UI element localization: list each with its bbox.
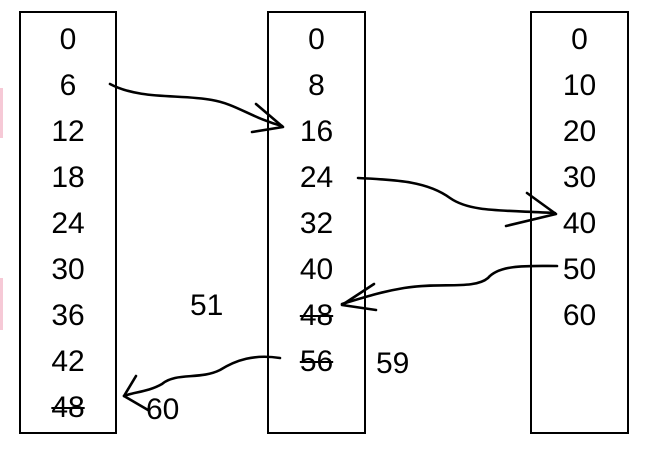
column-a-value: 42 [51,345,85,378]
arrow-6-to-16 [108,82,285,134]
column-a-value-struck: 48 [51,391,85,424]
arrow-24-to-40 [356,176,558,228]
column-b-value: 16 [299,115,334,148]
column-c-value: 50 [562,253,597,286]
arrow-50-to-48 [340,264,559,312]
column-c-value: 60 [562,299,597,332]
column-multiples-of-8: 0 8 16 24 32 40 48 56 [267,11,366,434]
column-a-value: 6 [59,69,77,102]
note-60: 60 [146,393,180,426]
column-b-value: 24 [299,161,334,194]
column-c-value: 0 [571,23,588,56]
column-c-value: 10 [562,69,597,102]
margin-mark-lower [0,278,3,330]
column-a-value: 0 [59,23,77,56]
column-b-value: 0 [308,23,325,56]
column-c-value: 40 [562,207,597,240]
column-a-value: 12 [51,115,85,148]
column-b-value: 32 [299,207,334,240]
column-a-value: 18 [51,161,85,194]
column-c-value: 30 [562,161,597,194]
column-multiples-of-6: 0 6 12 18 24 30 36 42 48 [19,11,117,434]
column-b-value-struck: 56 [299,345,334,378]
margin-mark-upper [0,88,3,138]
column-c-value: 20 [562,115,597,148]
note-59: 59 [376,347,410,380]
column-b-value: 40 [299,253,334,286]
column-b-value-struck: 48 [299,299,334,332]
column-multiples-of-10: 0 10 20 30 40 50 60 [530,11,629,434]
column-a-value: 36 [51,299,85,332]
column-a-value: 30 [51,253,85,286]
column-b-value: 8 [308,69,325,102]
column-a-value: 24 [51,207,85,240]
note-51: 51 [190,289,224,322]
